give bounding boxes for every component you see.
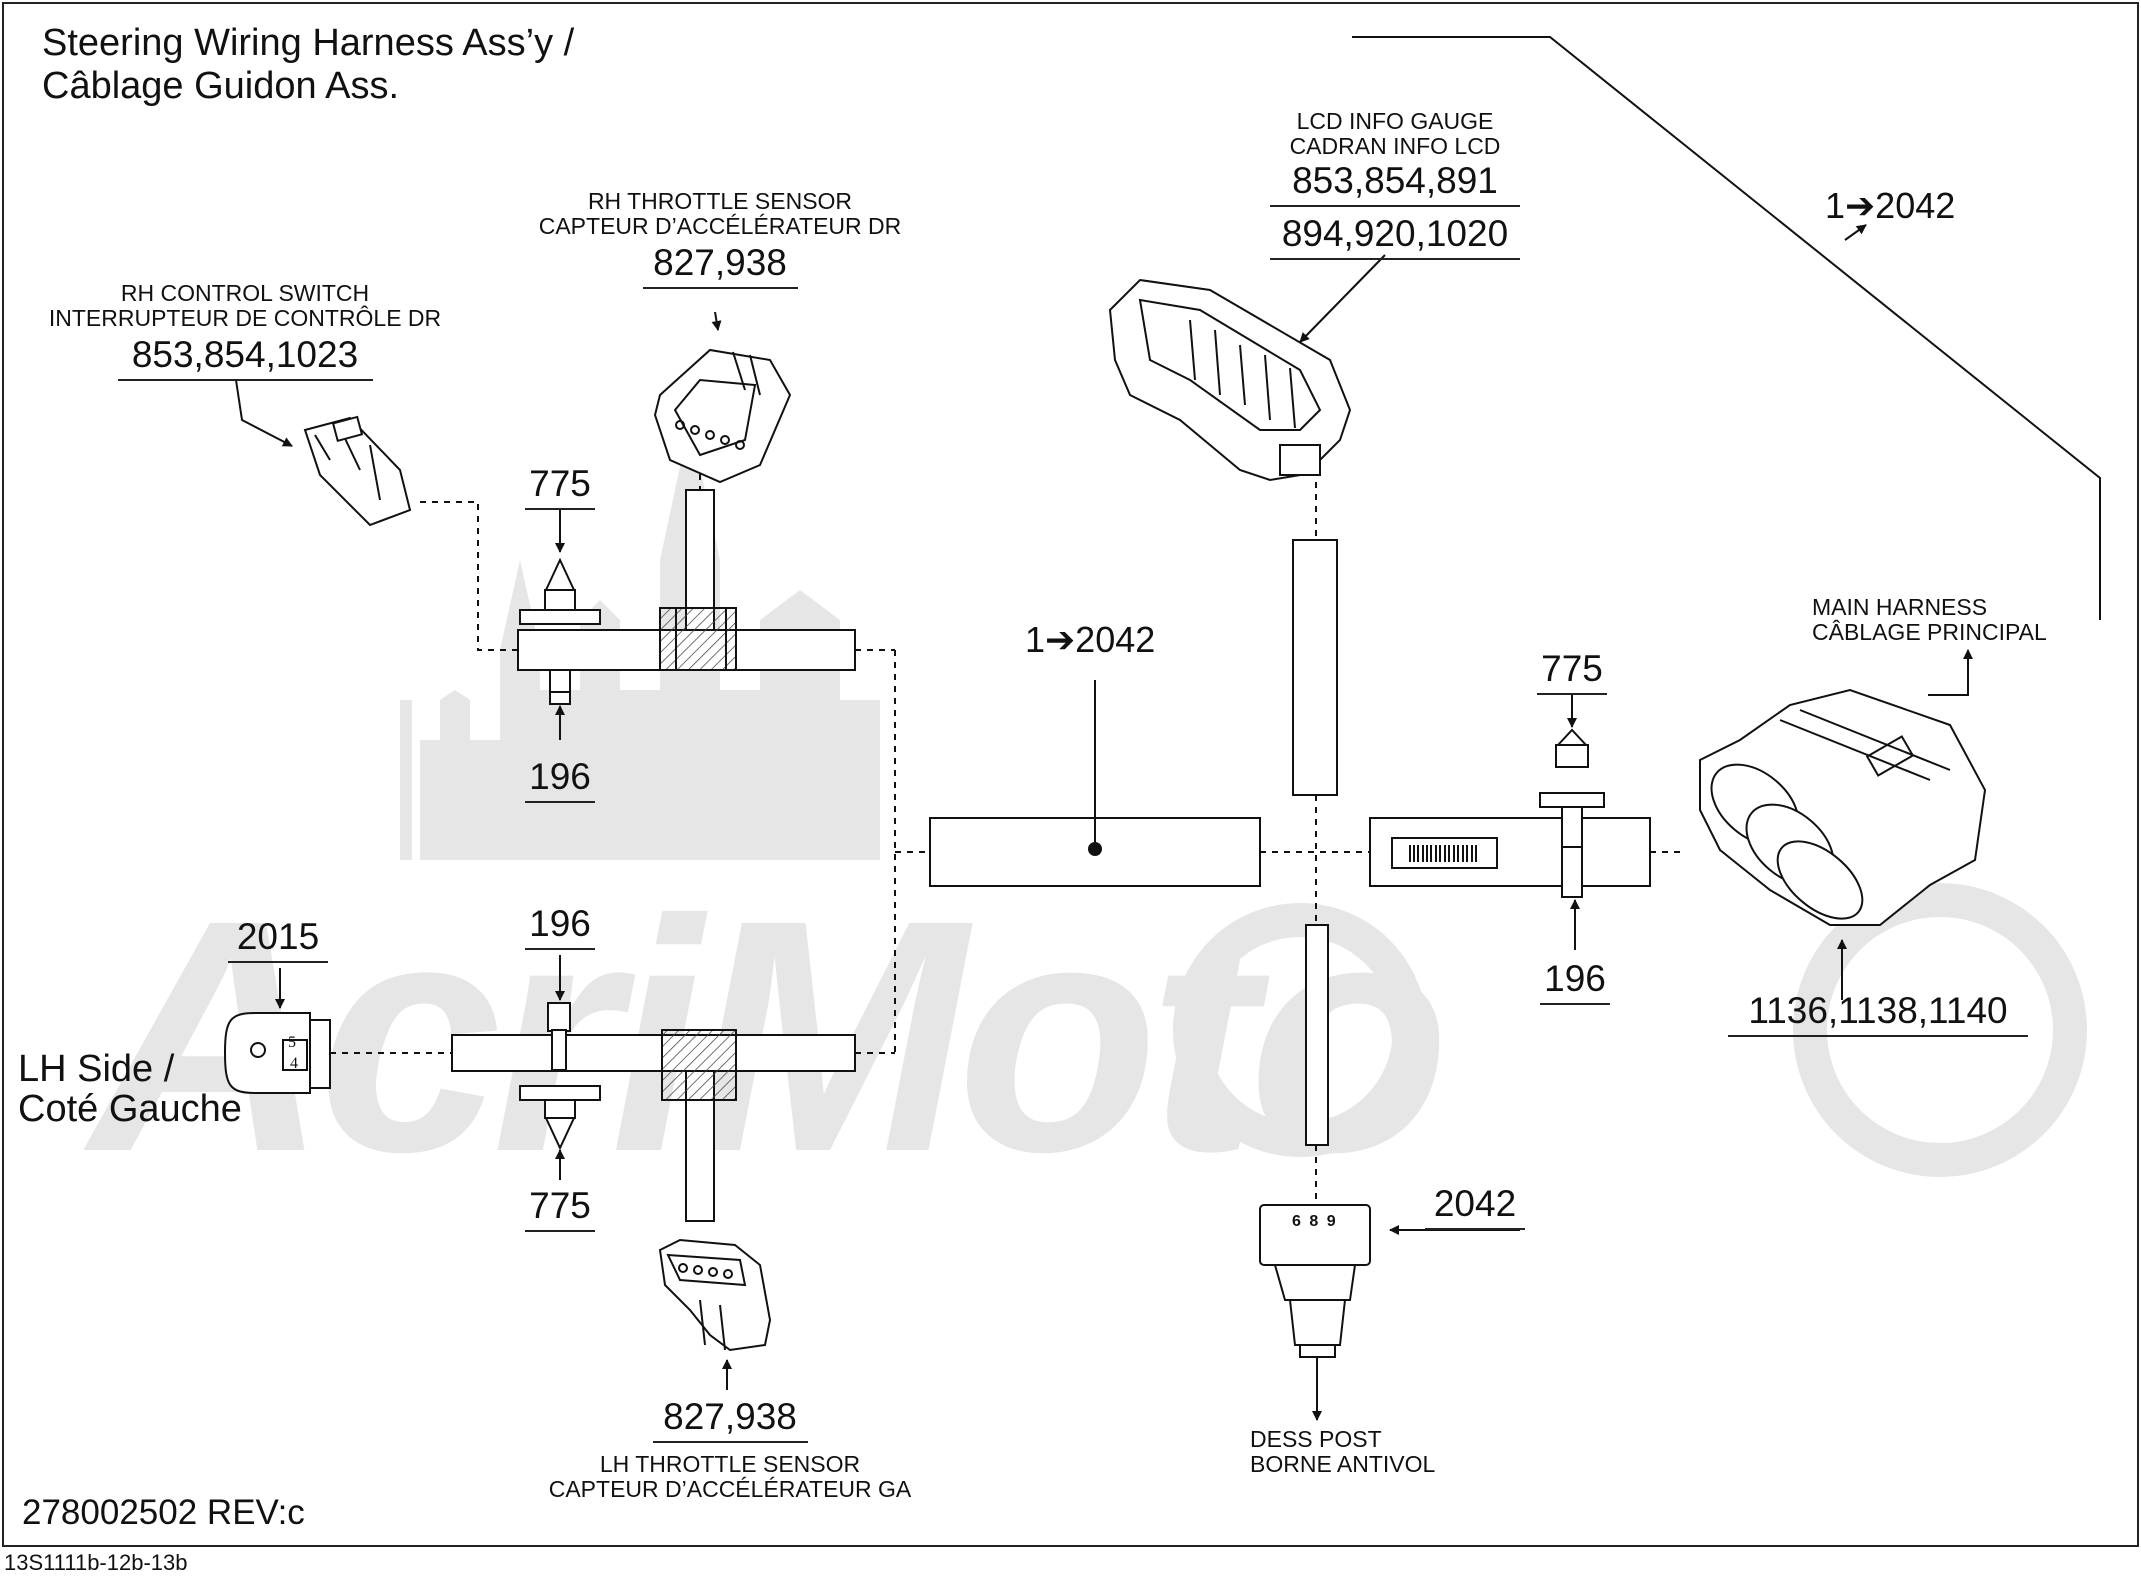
main-harness-label-fr: CÂBLAGE PRINCIPAL bbox=[1812, 619, 2047, 645]
lh-side-connector bbox=[223, 1012, 331, 1094]
rh-control-switch-connector bbox=[303, 415, 412, 527]
document-id: 278002502 REV:c bbox=[22, 1493, 305, 1532]
main-harness-callout: MAIN HARNESS CÂBLAGE PRINCIPAL bbox=[1812, 596, 2062, 644]
rh-throttle-parts: 827,938 bbox=[642, 244, 798, 289]
rh-switch-label-en: RH CONTROL SWITCH bbox=[120, 280, 370, 306]
lcd-parts-1: 853,854,891 bbox=[1270, 162, 1520, 207]
rh-control-switch-callout: RH CONTROL SWITCH INTERRUPTEUR DE CONTRÔ… bbox=[30, 282, 460, 381]
lh-side-label: LH Side / Coté Gauche bbox=[18, 1048, 242, 1130]
lh-throttle-label-en: LH THROTTLE SENSOR bbox=[599, 1451, 861, 1477]
dess-pins: 6 8 9 bbox=[1292, 1213, 1338, 1230]
harness-lower-left-bar bbox=[451, 1034, 856, 1072]
lh-throttle-parts: 827,938 bbox=[652, 1398, 808, 1443]
tie-top-left-label: 775 bbox=[525, 465, 595, 510]
lcd-callout: LCD INFO GAUGE CADRAN INFO LCD 853,854,8… bbox=[1270, 110, 1520, 260]
rh-throttle-label-en: RH THROTTLE SENSOR bbox=[587, 188, 853, 214]
lh-connector-label: 2015 bbox=[228, 918, 328, 963]
tie-bottom-left-label: 775 bbox=[525, 1187, 595, 1232]
dess-parts: 2042 bbox=[1425, 1185, 1525, 1230]
lh-side-line-1: LH Side / bbox=[18, 1048, 175, 1090]
lh-connector-pin-right: 4 bbox=[290, 1055, 298, 1072]
diagram-title: Steering Wiring Harness Ass’y / Câblage … bbox=[42, 22, 574, 109]
lcd-label-fr: CADRAN INFO LCD bbox=[1289, 133, 1501, 159]
clip-top-left-label: 196 bbox=[525, 758, 595, 803]
lh-throttle-label-fr: CAPTEUR D’ACCÉLÉRATEUR GA bbox=[548, 1476, 912, 1502]
rh-throttle-label-fr: CAPTEUR D’ACCÉLÉRATEUR DR bbox=[538, 213, 902, 239]
rh-switch-parts: 853,854,1023 bbox=[117, 336, 373, 381]
tie-right-label: 775 bbox=[1537, 650, 1607, 695]
lcd-parts-2: 894,920,1020 bbox=[1270, 215, 1520, 260]
main-harness-label-en: MAIN HARNESS bbox=[1812, 594, 1988, 620]
lcd-info-gauge-connector bbox=[1108, 278, 1352, 482]
dess-callout: DESS POST BORNE ANTIVOL bbox=[1250, 1428, 1435, 1476]
lh-throttle-sensor-connector bbox=[658, 1238, 772, 1352]
harness-dess-branch bbox=[1305, 924, 1329, 1146]
diagram-frame bbox=[2, 2, 2139, 1547]
harness-ref-top: 1➔2042 bbox=[1825, 185, 1956, 226]
harness-lcd-branch bbox=[1292, 539, 1338, 796]
image-code: 13S1111b-12b-13b bbox=[4, 1550, 188, 1575]
dess-label-en: DESS POST bbox=[1250, 1426, 1382, 1452]
main-harness-connector bbox=[1699, 688, 1987, 926]
lcd-label-en: LCD INFO GAUGE bbox=[1296, 108, 1494, 134]
main-harness-parts: 1136,1138,1140 bbox=[1728, 992, 2028, 1037]
clip-right-label: 196 bbox=[1540, 960, 1610, 1005]
title-line-1: Steering Wiring Harness Ass’y / bbox=[42, 22, 575, 64]
clip-bottom-left-label: 196 bbox=[525, 905, 595, 950]
lh-connector-pin-left: 5 bbox=[288, 1034, 296, 1051]
lh-throttle-callout: 827,938 LH THROTTLE SENSOR CAPTEUR D’ACC… bbox=[520, 1398, 940, 1501]
title-line-2: Câblage Guidon Ass. bbox=[42, 65, 400, 108]
lh-side-line-2: Coté Gauche bbox=[18, 1087, 242, 1130]
rh-throttle-sensor-connector bbox=[653, 348, 792, 484]
rh-throttle-callout: RH THROTTLE SENSOR CAPTEUR D’ACCÉLÉRATEU… bbox=[520, 190, 920, 289]
harness-ref-center: 1➔2042 bbox=[1025, 619, 1156, 660]
dess-post-connector bbox=[1259, 1204, 1371, 1358]
rh-switch-label-fr: INTERRUPTEUR DE CONTRÔLE DR bbox=[48, 305, 442, 331]
dess-label-fr: BORNE ANTIVOL bbox=[1250, 1451, 1436, 1477]
